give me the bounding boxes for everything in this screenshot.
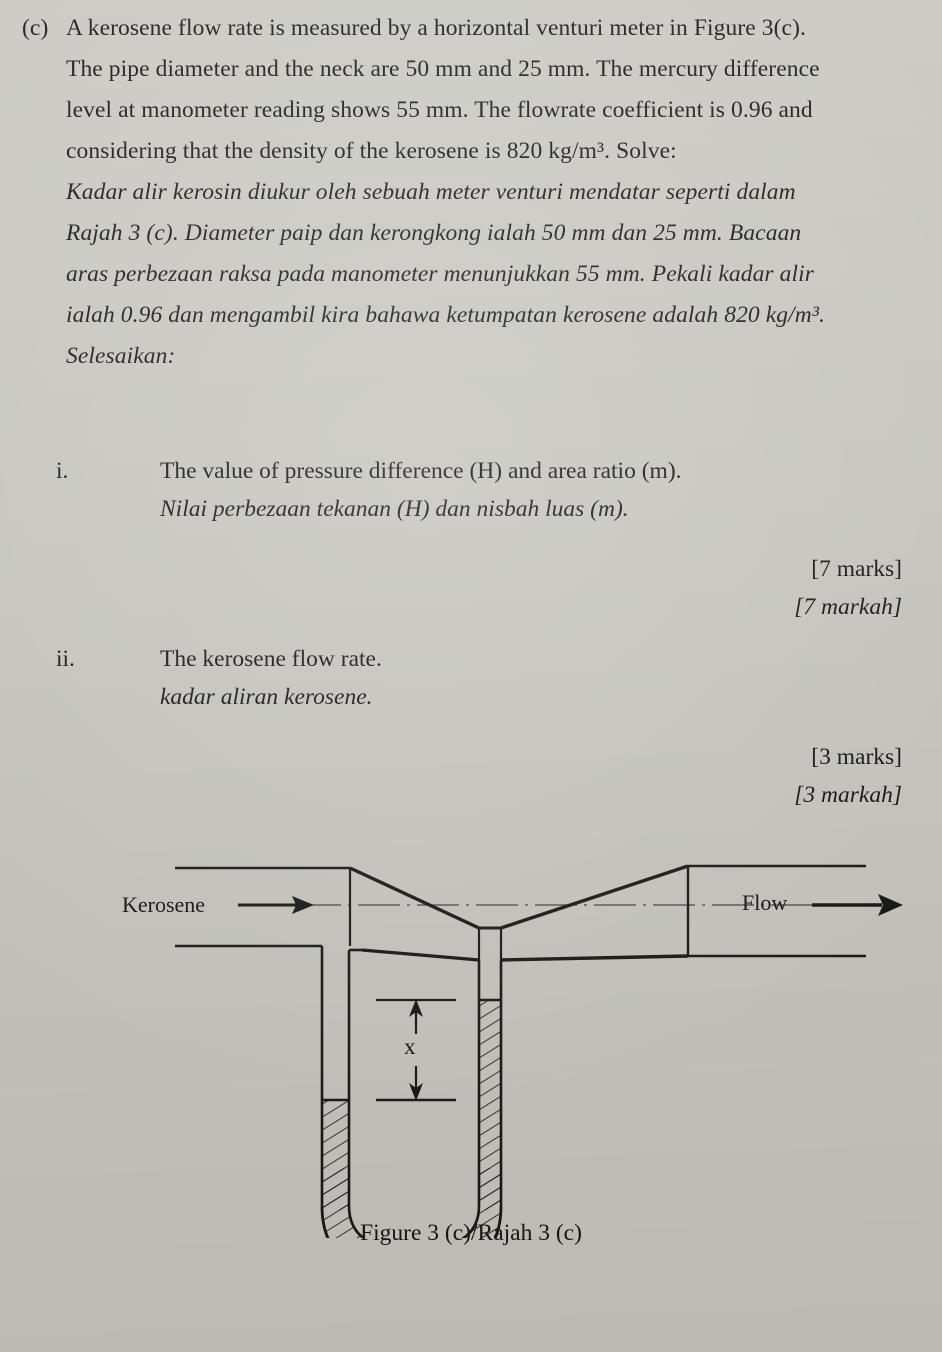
venturi-converging-top [349,866,480,930]
subquestion-i-english: The value of pressure difference (H) and… [160,458,682,484]
question-english-line-1: A kerosene flow rate is measured by a ho… [66,15,806,41]
venturi-converging-bottom [361,948,480,962]
manometer-u-bend-inner [347,1205,481,1238]
subquestion-ii-malay: kadar aliran kerosene. [160,684,373,710]
subquestion-ii-marks-english: [3 marks] [811,744,902,770]
mercury-fill [322,1000,501,1238]
question-english-line-3: level at manometer reading shows 55 mm. … [66,97,813,123]
question-english-line-4: considering that the density of the kero… [66,138,677,164]
subquestion-i-marks-english: [7 marks] [811,556,902,582]
venturi-diverging-bottom [500,954,689,962]
subquestion-i-marks-malay: [7 markah] [794,594,902,620]
mercury-right-column [479,1000,501,1210]
flow-outlet-label: Flow [742,890,788,915]
question-english-line-2-row: The pipe diameter and the neck are 50 mm… [0,49,942,90]
outlet-flow-arrow [812,894,903,916]
subquestion-i: i. The value of pressure difference (H) … [0,452,942,626]
question-malay-line-3-row: aras perbezaan raksa pada manometer menu… [0,254,942,295]
dimension-down-arrowhead [409,1083,423,1101]
question-label: (c) [22,15,49,41]
question-malay-line-2: Rajah 3 (c). Diameter paip dan kerongkon… [66,220,802,246]
dimension-up-arrowhead [409,999,423,1017]
subquestion-ii-roman: ii. [56,646,75,672]
question-block: (c) A kerosene flow rate is measured by … [0,8,942,377]
venturi-diagram-svg [175,864,903,1238]
question-malay-line-4-row: ialah 0.96 dan mengambil kira bahawa ket… [0,295,942,336]
venturi-diverging-top [500,864,689,930]
kerosene-inlet-label: Kerosene [122,892,206,917]
question-malay-line-4: ialah 0.96 dan mengambil kira bahawa ket… [66,302,825,328]
question-malay-line-1: Kadar alir kerosin diukur oleh sebuah me… [66,179,796,205]
question-malay-line-5-row: Selesaikan: [0,336,942,377]
inlet-flow-arrow [238,896,314,914]
question-line-1: (c) A kerosene flow rate is measured by … [0,8,942,49]
question-english-line-4-row: considering that the density of the kero… [0,131,942,172]
subquestion-i-roman: i. [56,458,69,484]
question-english-line-3-row: level at manometer reading shows 55 mm. … [0,90,942,131]
question-malay-line-5: Selesaikan: [66,343,176,369]
manometer-dimension-label: x [404,1034,416,1059]
figure-caption: Figure 3 (c)/Rajah 3 (c) [360,1220,582,1246]
question-malay-line-3: aras perbezaan raksa pada manometer menu… [66,261,815,287]
venturi-meter-figure [0,838,942,1238]
question-english-line-2: The pipe diameter and the neck are 50 mm… [66,56,820,82]
subquestion-i-malay: Nilai perbezaan tekanan (H) dan nisbah l… [160,496,629,522]
subquestion-ii-english: The kerosene flow rate. [160,646,382,672]
subquestion-ii-marks-malay: [3 markah] [794,782,902,808]
question-malay-line-2-row: Rajah 3 (c). Diameter paip dan kerongkon… [0,213,942,254]
subquestion-ii: ii. The kerosene flow rate. kadar aliran… [0,640,942,814]
question-malay-line-1-row: Kadar alir kerosin diukur oleh sebuah me… [0,172,942,213]
